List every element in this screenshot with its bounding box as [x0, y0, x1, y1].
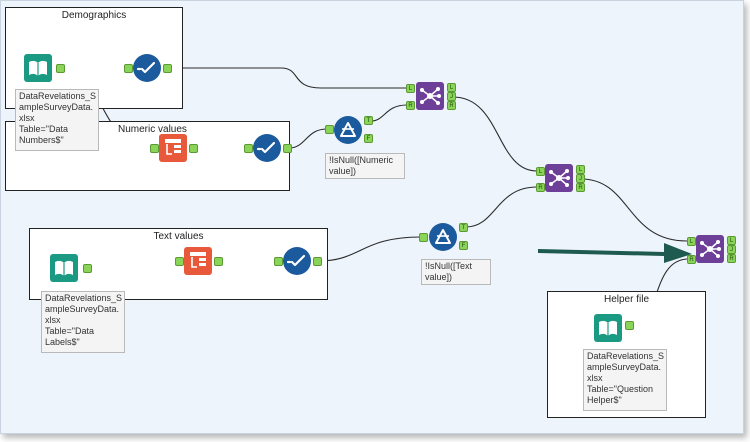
filter-tool[interactable] [428, 222, 458, 252]
right-output-anchor[interactable]: R [576, 183, 585, 192]
container-title: Demographics [61, 10, 127, 21]
input-anchor[interactable] [274, 257, 283, 266]
input-anchor[interactable] [419, 233, 428, 242]
false-anchor[interactable]: F [364, 134, 373, 143]
join-icon [545, 164, 573, 192]
left-anchor[interactable]: L [536, 167, 545, 176]
right-output-anchor[interactable]: R [727, 254, 736, 263]
highlight-arrow-icon [538, 243, 692, 263]
filter-annotation: !IsNull([Numeric value]) [325, 153, 405, 179]
input-anchor[interactable] [325, 125, 334, 134]
input-annotation: DataRevelations_S ampleSurveyData. xlsx … [583, 349, 667, 411]
output-anchor[interactable] [313, 257, 322, 266]
input-anchor[interactable] [150, 144, 159, 153]
left-output-anchor[interactable]: L [576, 165, 585, 174]
join-output-anchor[interactable]: J [727, 245, 736, 254]
input-annotation: DataRevelations_S ampleSurveyData. xlsx … [15, 89, 99, 151]
output-anchor[interactable] [163, 64, 172, 73]
container-title: Numeric values [118, 124, 187, 135]
book-icon [24, 54, 52, 82]
left-output-anchor[interactable]: L [447, 83, 456, 92]
filter-annotation: !IsNull([Text value]) [421, 259, 491, 285]
transpose-icon [159, 134, 187, 162]
right-anchor[interactable]: R [406, 101, 415, 110]
input-anchor[interactable] [124, 64, 133, 73]
join-tool[interactable] [544, 163, 574, 193]
filter-delta-icon [429, 223, 457, 251]
transpose-icon [184, 247, 212, 275]
output-anchor[interactable] [83, 264, 92, 273]
filter-delta-icon [334, 116, 362, 144]
join-icon [416, 82, 444, 110]
left-anchor[interactable]: L [687, 237, 696, 246]
book-icon [50, 254, 78, 282]
left-output-anchor[interactable]: L [727, 236, 736, 245]
input-annotation: DataRevelations_S ampleSurveyData. xlsx … [41, 291, 125, 353]
output-anchor[interactable] [625, 321, 634, 330]
false-anchor[interactable]: F [459, 241, 468, 250]
input-data-tool[interactable] [593, 313, 623, 343]
right-anchor[interactable]: R [687, 255, 696, 264]
select-tool[interactable] [132, 53, 162, 83]
output-anchor[interactable] [283, 144, 292, 153]
input-anchor[interactable] [244, 144, 253, 153]
left-anchor[interactable]: L [406, 84, 415, 93]
join-icon [696, 235, 724, 263]
workflow-canvas[interactable]: Demographics Numeric values Text values … [0, 0, 744, 434]
select-tool[interactable] [252, 133, 282, 163]
transpose-tool[interactable] [183, 246, 213, 276]
book-icon [594, 314, 622, 342]
select-tool[interactable] [282, 246, 312, 276]
join-output-anchor[interactable]: J [447, 92, 456, 101]
right-anchor[interactable]: R [536, 183, 545, 192]
filter-tool[interactable] [333, 115, 363, 145]
input-data-tool[interactable] [49, 253, 79, 283]
right-output-anchor[interactable]: R [447, 101, 456, 110]
input-data-tool[interactable] [23, 53, 53, 83]
join-output-anchor[interactable]: J [576, 174, 585, 183]
join-tool[interactable] [415, 81, 445, 111]
output-anchor[interactable] [214, 257, 223, 266]
transpose-tool[interactable] [158, 133, 188, 163]
true-anchor[interactable]: T [364, 116, 373, 125]
join-tool[interactable] [695, 234, 725, 264]
container-title: Helper file [603, 294, 650, 305]
container-title: Text values [153, 231, 204, 242]
output-anchor[interactable] [189, 144, 198, 153]
check-circle-icon [133, 54, 161, 82]
check-circle-icon [253, 134, 281, 162]
true-anchor[interactable]: T [459, 223, 468, 232]
check-circle-icon [283, 247, 311, 275]
input-anchor[interactable] [175, 257, 184, 266]
output-anchor[interactable] [56, 64, 65, 73]
